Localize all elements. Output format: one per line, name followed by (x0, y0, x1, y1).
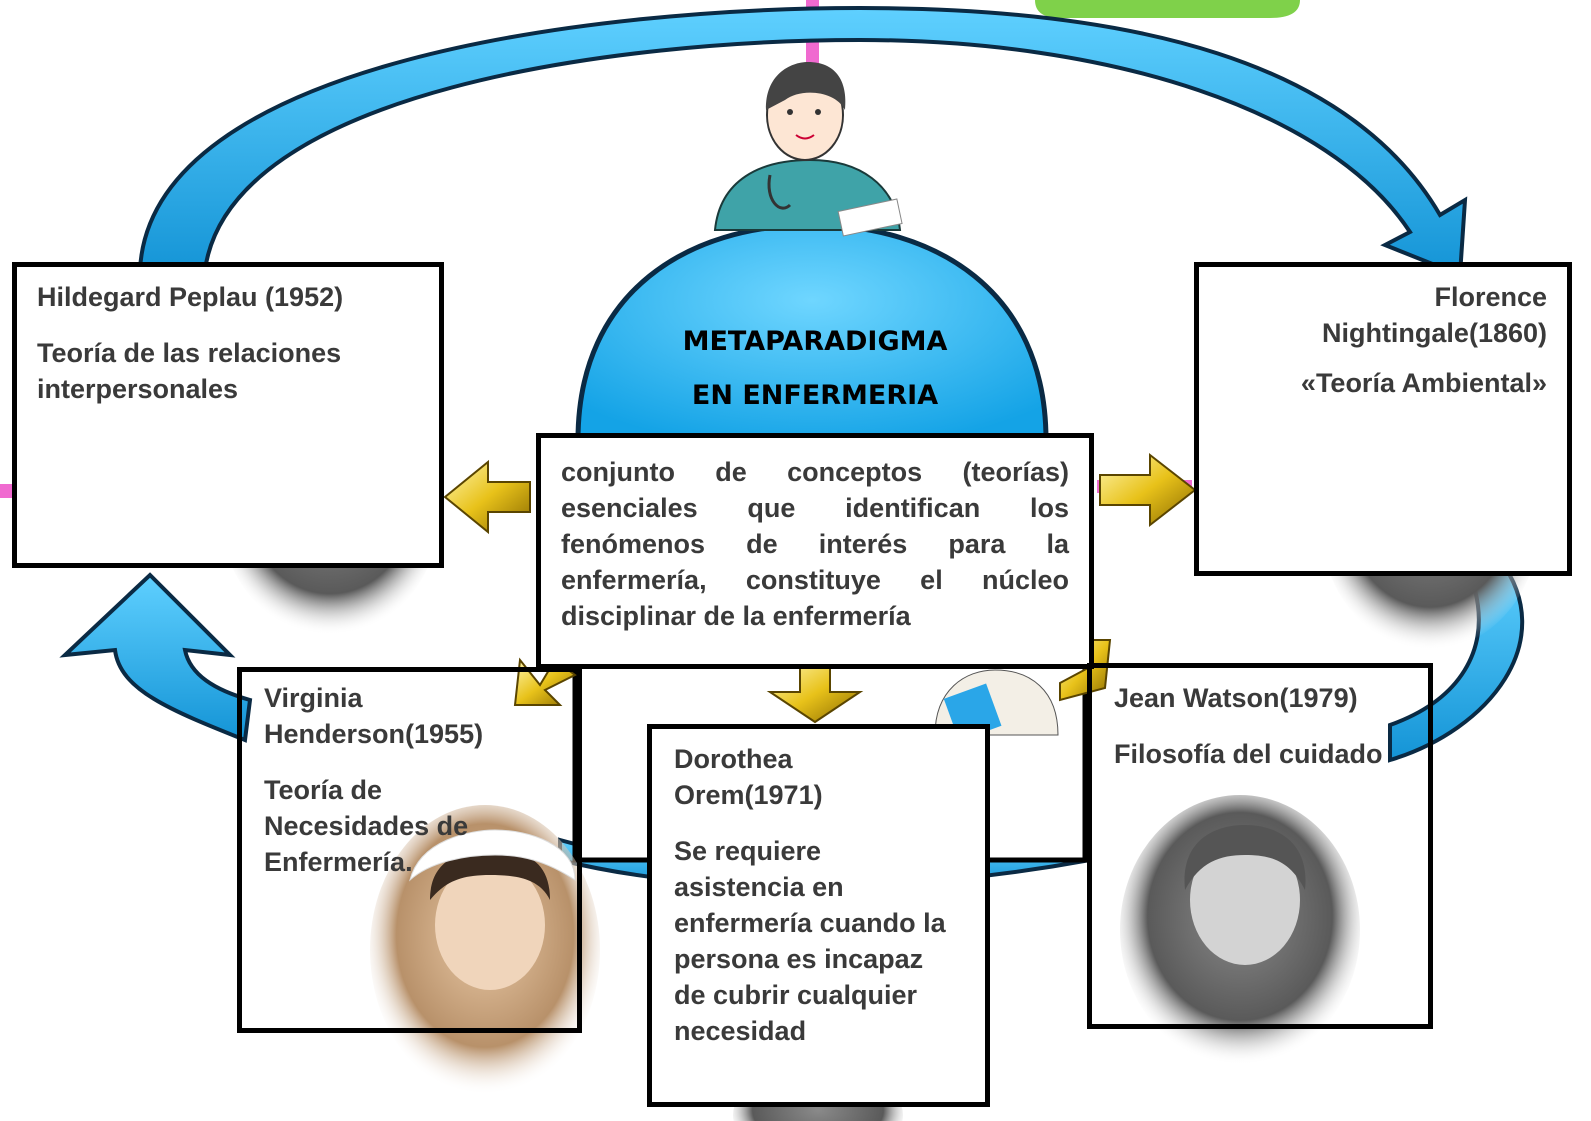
nightingale-name-line1: Florence (1434, 282, 1547, 312)
watson-theory: Filosofía del cuidado (1114, 739, 1383, 769)
nightingale-name-line2: Nightingale(1860) (1321, 318, 1547, 348)
nightingale-theory: «Teoría Ambiental» (1300, 368, 1547, 398)
cycle-arrow-left (59, 572, 253, 743)
watson-name: Jean Watson(1979) (1114, 683, 1358, 713)
watson-box: Jean Watson(1979) Filosofía del cuidado (1087, 663, 1433, 1029)
henderson-box: Virginia Henderson(1955) Teoría de Neces… (237, 667, 582, 1033)
henderson-theory-line3: Enfermería. (264, 847, 413, 877)
orem-name-line1: Dorothea (674, 744, 793, 774)
orem-theory-line: necesidad (674, 1016, 807, 1046)
peplau-box: Hildegard Peplau (1952) Teoría de las re… (12, 262, 444, 568)
orem-theory-line: asistencia en (674, 872, 844, 902)
peplau-name: Hildegard Peplau (1952) (37, 282, 344, 312)
orem-name-line2: Orem(1971) (674, 780, 823, 810)
gold-arrow-down (766, 664, 864, 724)
cycle-arrow-top (137, 5, 1468, 278)
orem-theory: Se requiere asistencia en enfermería cua… (674, 833, 963, 1049)
center-title-line1: METAPARADIGMA (682, 326, 948, 357)
center-title-line2: EN ENFERMERIA (691, 380, 939, 411)
orem-theory-line: Se requiere (674, 836, 822, 866)
orem-theory-line: de cubrir cualquier (674, 980, 918, 1010)
gold-arrow-right (1099, 452, 1197, 528)
definition-box: conjunto de conceptos (teorías) esencial… (536, 433, 1094, 669)
orem-box: Dorothea Orem(1971) Se requiere asistenc… (647, 724, 990, 1107)
gold-arrow-left (443, 459, 531, 535)
peplau-theory: Teoría de las relaciones interpersonales (37, 338, 342, 404)
logo-fragment-icon (1035, 0, 1300, 18)
connector-line-left (0, 484, 14, 498)
henderson-theory-line1: Teoría de (264, 775, 383, 805)
nightingale-box: Florence Nightingale(1860) «Teoría Ambie… (1194, 262, 1572, 576)
orem-theory-line: enfermería cuando la (674, 908, 946, 938)
orem-theory-line: persona es incapaz (674, 944, 924, 974)
henderson-theory-line2: Necesidades de (264, 811, 469, 841)
nurse-illustration-top (713, 62, 903, 237)
henderson-name-line2: Henderson(1955) (264, 719, 484, 749)
definition-text: conjunto de conceptos (teorías) esencial… (561, 457, 1069, 631)
henderson-name-line1: Virginia (264, 683, 363, 713)
